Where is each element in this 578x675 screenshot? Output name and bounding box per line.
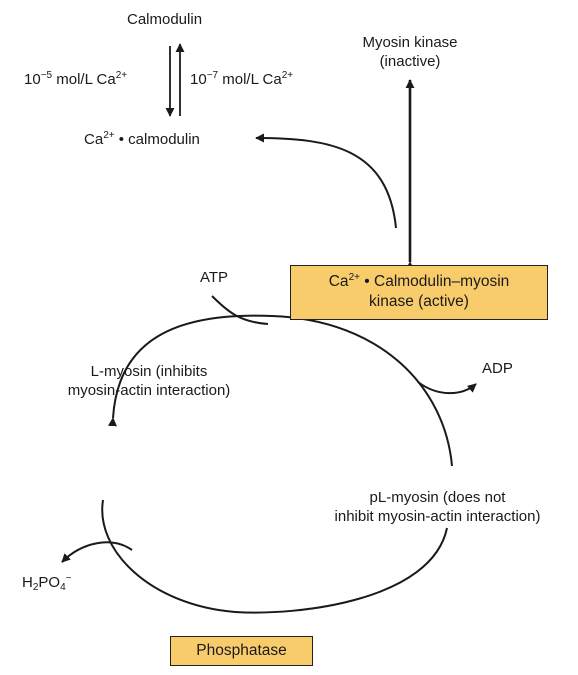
phosphate-label: H2PO4− — [22, 573, 72, 593]
atp-label: ATP — [200, 269, 229, 286]
ca-calmodulin-label: Ca2+ • calmodulin — [84, 130, 200, 149]
arrow-to-ca-calmodulin — [255, 133, 397, 229]
adp-label: ADP — [482, 360, 513, 377]
cycle-dephosphorylation-arc — [101, 499, 448, 614]
concentration-left-label: 10−5 mol/L Ca2+ — [24, 70, 128, 89]
atp-input-curve — [211, 295, 269, 325]
concentration-right-label: 10−7 mol/L Ca2+ — [190, 70, 294, 89]
pl-myosin-label: pL-myosin (does not inhibit myosin-actin… — [334, 489, 541, 525]
adp-output-arrow — [417, 381, 477, 395]
active-kinase-box: Ca2+ • Calmodulin–myosin kinase (active) — [290, 265, 548, 320]
calmodulin-label: Calmodulin — [127, 11, 203, 28]
phosphatase-box: Phosphatase — [170, 636, 313, 666]
l-myosin-label: L-myosin (inhibits myosin-actin interact… — [67, 363, 231, 399]
cycle-phosphorylation-arc — [107, 314, 453, 467]
myosin-kinase-inactive-label: Myosin kinase (inactive) — [362, 34, 458, 70]
phosphate-output-arrow — [61, 541, 133, 563]
